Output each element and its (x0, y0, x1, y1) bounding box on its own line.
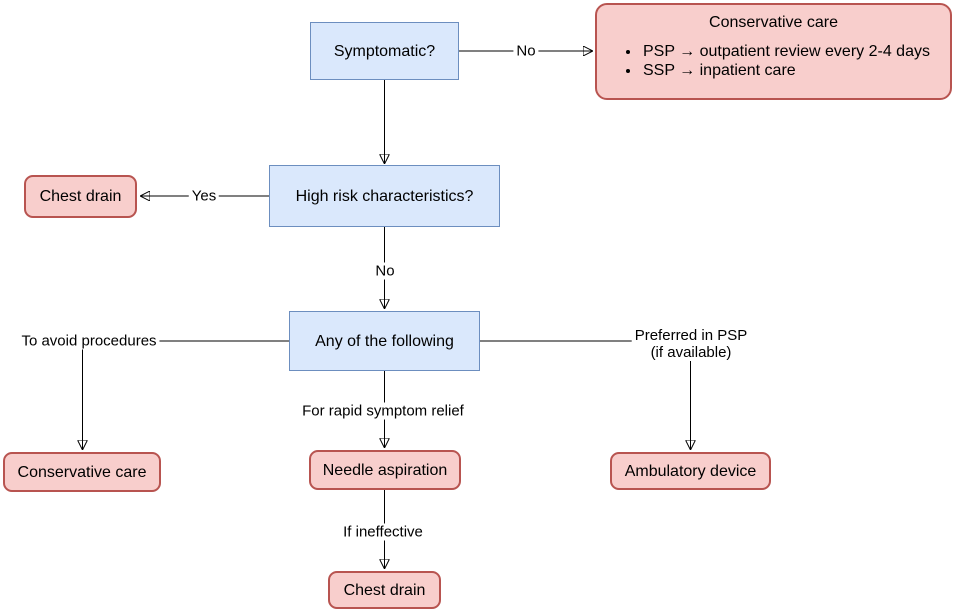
edge-label-high-risk-yes: Yes (188, 187, 220, 205)
edge-label-preferred-line2: (if available) (650, 344, 732, 361)
node-chest-drain-high-risk: Chest drain (24, 175, 137, 218)
node-symptomatic: Symptomatic? (310, 22, 459, 80)
conservative-care-detail-bullets: PSP → outpatient review every 2-4 days S… (609, 42, 938, 80)
node-ambulatory-device: Ambulatory device (610, 452, 771, 490)
bullet-ssp: SSP → inpatient care (641, 61, 938, 80)
node-high-risk-characteristics: High risk characteristics? (269, 165, 500, 227)
node-any-of-the-following: Any of the following (289, 311, 480, 371)
node-conservative-care-detail: Conservative care PSP → outpatient revie… (595, 3, 952, 100)
node-conservative-care: Conservative care (3, 452, 161, 492)
edge-label-symptomatic-no: No (513, 42, 539, 60)
conservative-care-detail-title: Conservative care (709, 14, 838, 31)
node-chest-drain-final: Chest drain (328, 571, 441, 609)
edge-label-preferred-line1: Preferred in PSP (634, 327, 748, 344)
node-needle-aspiration: Needle aspiration (309, 450, 461, 490)
edge-label-rapid-symptom-relief: For rapid symptom relief (299, 402, 467, 420)
edge-label-high-risk-no: No (372, 262, 398, 280)
edge-label-if-ineffective: If ineffective (340, 523, 426, 541)
edge-label-to-avoid-procedures: To avoid procedures (18, 332, 160, 350)
edge-label-preferred-in-psp: Preferred in PSP (if available) (631, 327, 751, 361)
connector-any-to-conservative (83, 340, 289, 449)
bullet-psp: PSP → outpatient review every 2-4 days (641, 42, 938, 61)
